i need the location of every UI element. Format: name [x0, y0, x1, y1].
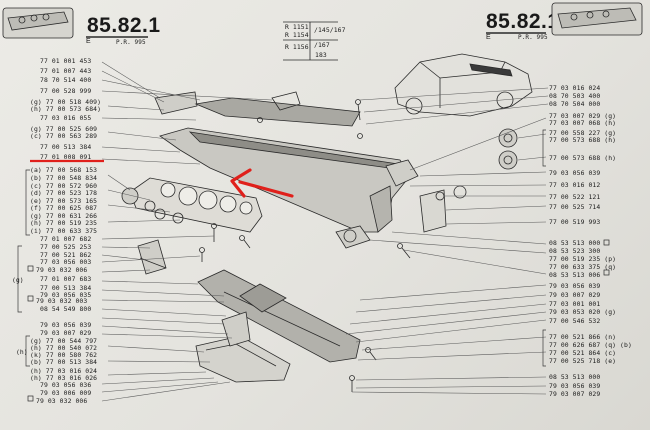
part-number: 77 03 007 029 (g): [549, 112, 617, 120]
page-number-right: 85.82.1: [486, 10, 560, 33]
part-number: 77 01 007 683: [40, 275, 92, 283]
part-number: (b) 77 00 548 834: [30, 174, 98, 182]
part-number: 77 00 573 688 (h): [549, 154, 617, 162]
part-number: 77 01 007 443: [40, 67, 92, 75]
part-number: (g) 77 00 544 797: [30, 337, 98, 345]
part-number: (a) 77 00 568 153: [30, 166, 98, 174]
part-number: 77 00 633 375 (q): [549, 263, 617, 271]
group-letter: (h): [16, 348, 28, 356]
part-number: 77 01 007 682: [40, 235, 92, 243]
part-number: 79 03 056 039: [549, 382, 601, 390]
pr-code-left: P.R. 995: [116, 39, 146, 46]
part-number: (c) 77 00 572 960: [30, 182, 98, 190]
part-number: 77 00 573 688 (h): [549, 136, 617, 144]
header-thumbnail-right: [551, 2, 643, 36]
part-number: (k) 77 00 580 762: [30, 351, 98, 359]
part-number: 08 53 513 000: [549, 239, 601, 247]
part-number: 79 03 032 006: [36, 397, 88, 405]
part-number: 79 03 007 029: [549, 291, 601, 299]
part-number: 77 00 525 718 (e): [549, 357, 617, 365]
part-number: 79 03 056 039: [40, 321, 92, 329]
part-number: 77 03 001 001: [549, 300, 601, 308]
part-number: 77 01 001 453: [40, 57, 92, 65]
part-number: 77 00 525 714: [549, 203, 601, 211]
part-number: 79 03 053 020 (g): [549, 308, 617, 316]
part-number: 79 03 032 006: [36, 266, 88, 274]
part-number: (d) 77 00 523 178: [30, 189, 98, 197]
part-number: 77 00 626 687 (q) (b): [549, 341, 632, 349]
part-number: 77 03 016 012: [549, 181, 601, 189]
part-number: 79 03 007 029: [549, 390, 601, 398]
part-number: 08 53 523 300: [549, 247, 601, 255]
part-number: 77 00 519 993: [549, 218, 601, 226]
part-number: 08 70 504 000: [549, 100, 601, 108]
boxed-markers: [27, 239, 610, 402]
model-name: R 1154: [285, 31, 309, 39]
part-number: (g) 77 00 525 609: [30, 125, 98, 133]
part-number: (g) 77 00 631 266: [30, 212, 98, 220]
leader-lines-right: [345, 87, 549, 395]
header-thumbnail-left: [2, 7, 74, 39]
part-number: 77 00 525 253: [40, 243, 92, 251]
part-number: (f) 77 00 625 087: [30, 204, 98, 212]
leader-lines-left: [101, 61, 273, 402]
part-number: (g) 77 00 518 409): [30, 98, 102, 106]
part-number: 08 53 513 006: [549, 271, 601, 279]
section-letter-right: E: [486, 34, 491, 41]
part-number: 77 00 521 866 (n): [549, 333, 617, 341]
part-number: (h) 77 00 573 684): [30, 105, 102, 113]
part-number: 77 00 513 384: [40, 284, 92, 292]
part-number: 79 03 007 029: [40, 329, 92, 337]
part-number: (h) 77 00 540 072: [30, 344, 98, 352]
part-number: 77 00 528 999: [40, 87, 92, 95]
red-arrow-icon: [230, 168, 294, 198]
model-code: /167: [314, 41, 330, 49]
model-name: R 1151: [285, 23, 309, 31]
group-letter: (g): [12, 276, 24, 284]
part-number: 79 03 056 039: [549, 282, 601, 290]
part-number: 78 70 514 400: [40, 76, 92, 84]
part-number: (c) 77 00 563 289: [30, 132, 98, 140]
part-number: (i) 77 00 633 375: [30, 227, 98, 235]
part-number: 77 00 558 227 (g): [549, 129, 617, 137]
part-number: 08 53 513 000: [549, 373, 601, 381]
dashboard-shell: [159, 127, 411, 233]
part-number: 79 03 032 003: [36, 297, 88, 305]
part-number: (h) 77 03 016 026: [30, 374, 98, 382]
instrument-cluster: [121, 177, 263, 233]
section-letter-left: E: [86, 38, 91, 45]
part-number: 77 00 522 121: [549, 193, 601, 201]
part-number: 08 54 549 800: [40, 305, 92, 313]
part-number: 77 00 513 384: [40, 143, 92, 151]
part-number: 79 03 056 035: [40, 291, 92, 299]
part-number: (b) 77 00 513 384: [30, 358, 98, 366]
car-silhouette: [394, 53, 533, 117]
group-brackets: [17, 129, 546, 367]
fasteners: [199, 99, 411, 392]
part-number: 08 70 503 400: [549, 92, 601, 100]
part-number: 77 03 007 068 (h): [549, 119, 617, 127]
part-number: 77 00 521 862: [40, 251, 92, 259]
part-number: 77 00 546 532: [549, 317, 601, 325]
model-name: R 1156: [285, 43, 309, 51]
page-number-left: 85.82.1: [87, 14, 161, 37]
highlighted-part-number: 77 01 008 091: [40, 153, 92, 161]
part-number: 77 03 056 003: [40, 258, 92, 266]
part-number: (e) 77 00 573 165: [30, 197, 98, 205]
part-number: 79 03 056 036: [40, 381, 92, 389]
model-code: /145/167: [314, 26, 346, 34]
part-number: 77 00 519 235 (p): [549, 255, 617, 263]
part-number: 79 03 056 039: [549, 169, 601, 177]
pr-code-right: P.R. 995: [518, 34, 548, 41]
part-number: 77 00 521 864 (c): [549, 349, 617, 357]
part-number: 79 03 006 009: [40, 389, 92, 397]
part-number: 77 03 016 055: [40, 114, 92, 122]
part-number: (h) 77 00 519 235: [30, 219, 98, 227]
model-extra-code: 183: [315, 51, 327, 59]
lower-console: [137, 239, 361, 383]
part-number: 77 03 016 024: [549, 84, 601, 92]
part-number: (h) 77 03 016 024: [30, 367, 98, 375]
